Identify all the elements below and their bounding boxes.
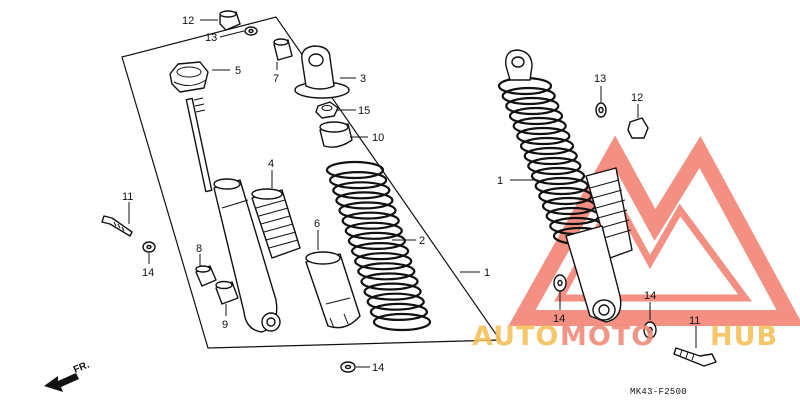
- front-arrow-icon: [44, 373, 79, 392]
- spring-guide-part: [305, 251, 361, 329]
- washer-part-left: [142, 241, 156, 253]
- spring-coil: [512, 116, 567, 136]
- callout-1-right: 1: [497, 175, 503, 187]
- coil-spring-part: [325, 160, 432, 332]
- spring-coil: [527, 156, 582, 176]
- callout-12-right: 12: [631, 92, 643, 104]
- callout-labels: 12 13 5 7 3 15 10 4 6 2 1 8 9 11 14 14 1…: [122, 15, 700, 374]
- spring-coil: [332, 181, 391, 200]
- spring-coil: [372, 312, 432, 332]
- spring-coil: [363, 282, 422, 301]
- callout-14-right-lower: 14: [553, 313, 565, 325]
- damper-rod-part: [185, 97, 213, 193]
- spring-coil: [366, 292, 425, 311]
- dust-boot-part: [251, 188, 301, 259]
- spring-coil: [516, 126, 571, 146]
- washer-part-right-lower: [553, 274, 567, 292]
- spring-coil: [347, 231, 406, 250]
- callout-2: 2: [419, 235, 425, 247]
- spring-coil: [325, 160, 385, 180]
- spring-coil: [357, 262, 416, 281]
- callout-11-left: 11: [122, 191, 133, 203]
- callout-10: 10: [372, 132, 384, 144]
- callout-12-top: 12: [182, 15, 194, 27]
- front-direction-indicator: FR.: [44, 359, 91, 392]
- callout-1-left: 1: [484, 267, 490, 279]
- bolt-part-right: [673, 347, 717, 367]
- front-label: FR.: [72, 359, 91, 375]
- spring-coil: [344, 221, 403, 240]
- washer-part-right-bottom: [643, 321, 657, 339]
- bolt-part-left: [101, 215, 133, 237]
- callout-14-bottom: 14: [372, 362, 384, 374]
- diagram-code: MK43-F2500: [630, 387, 687, 397]
- spring-coil: [360, 272, 419, 291]
- upper-mount-part: [294, 45, 350, 99]
- spring-coil: [534, 176, 589, 196]
- callout-7: 7: [273, 73, 279, 85]
- spring-coil: [329, 171, 388, 190]
- callout-13-top: 13: [205, 32, 217, 44]
- assembly-frame: [121, 16, 502, 349]
- spring-coil: [501, 86, 556, 106]
- washer-part-top: [244, 26, 258, 36]
- callout-4: 4: [268, 158, 274, 170]
- spring-coil: [338, 201, 397, 220]
- callout-6: 6: [314, 218, 320, 230]
- callout-8: 8: [196, 243, 202, 255]
- washer-part-bottom: [340, 361, 356, 373]
- damper-body-part: [213, 178, 281, 333]
- spring-seat-part: [319, 121, 353, 148]
- bushing-part-upper: [273, 38, 293, 61]
- assembled-shock-absorber: [497, 49, 633, 323]
- spring-coil: [530, 166, 586, 186]
- callout-9: 9: [222, 319, 228, 331]
- callout-3: 3: [360, 73, 366, 85]
- spring-coil: [508, 106, 564, 126]
- bushing-part-lower: [215, 280, 239, 305]
- spring-coil: [341, 211, 400, 230]
- spring-coil: [505, 96, 560, 116]
- spring-coil: [519, 136, 575, 156]
- collar-part: [195, 265, 217, 287]
- nut-part-15: [315, 101, 339, 119]
- spring-coil: [369, 302, 428, 321]
- spring-coil: [335, 191, 394, 210]
- watermark-text-auto: AUTO: [472, 321, 559, 352]
- watermark-text-moto: MOTO: [560, 321, 655, 352]
- callout-11-right: 11: [689, 315, 700, 327]
- spring-coil: [351, 242, 410, 261]
- cap-nut-part-right: [627, 117, 649, 139]
- cap-nut-part-top: [219, 10, 241, 31]
- callout-13-right: 13: [594, 73, 606, 85]
- spring-coil: [523, 146, 578, 166]
- spring-stopper-part: [169, 61, 209, 93]
- spring-coil: [354, 252, 413, 271]
- leader-lines: [128, 19, 697, 368]
- callout-15: 15: [358, 105, 370, 117]
- watermark-text-hub: HUB: [710, 321, 778, 352]
- callout-14-left: 14: [142, 267, 154, 279]
- callout-14-right: 14: [644, 290, 656, 302]
- watermark-text: AUTO MOTO HUB: [472, 321, 778, 352]
- washer-part-right: [595, 102, 607, 118]
- callout-5: 5: [235, 65, 241, 77]
